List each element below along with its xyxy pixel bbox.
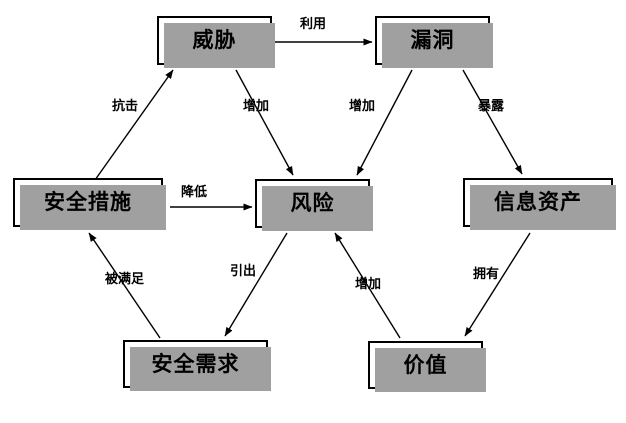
node-threat[interactable]: 威胁 [157,16,275,68]
edge-label-zengjia-vuln-risk: 增加 [349,99,376,114]
edge-label-jiangdi: 降低 [181,185,208,200]
edge-e10 [464,232,531,337]
node-requirement[interactable]: 安全需求 [123,340,271,391]
edge-e8 [224,232,288,337]
edge-label-yongyou: 拥有 [473,267,500,282]
node-asset-label: 信息资产 [494,190,582,214]
edge-label-zengjia-threat-risk: 增加 [243,99,270,114]
node-vulnerability-label: 漏洞 [410,28,455,52]
edge-e9 [334,232,401,339]
node-safeguard[interactable]: 安全措施 [13,178,166,230]
edge-e7 [88,232,161,339]
node-requirement-label: 安全需求 [151,351,240,376]
edge-label-zengjia-value-risk: 增加 [355,277,382,292]
node-asset[interactable]: 信息资产 [463,178,616,230]
edge-label-liyong: 利用 [300,17,327,32]
edge-label-kangji: 抗击 [112,99,139,114]
edge-lines [88,38,531,339]
node-value[interactable]: 价值 [368,341,486,392]
node-threat-label: 威胁 [192,28,237,52]
edge-e5 [462,69,523,175]
node-safeguard-label: 安全措施 [44,190,132,214]
edge-e4 [356,69,413,176]
edge-label-yinchu: 引出 [230,264,257,279]
node-risk-label: 风险 [290,191,335,215]
node-vulnerability[interactable]: 漏洞 [375,16,493,68]
edge-label-baolu: 暴露 [478,99,505,114]
edge-label-beimanzu: 被满足 [105,272,145,287]
edge-e3 [235,69,294,176]
node-value-label: 价值 [403,352,448,377]
node-risk[interactable]: 风险 [255,179,373,231]
edge-e2 [94,69,174,181]
